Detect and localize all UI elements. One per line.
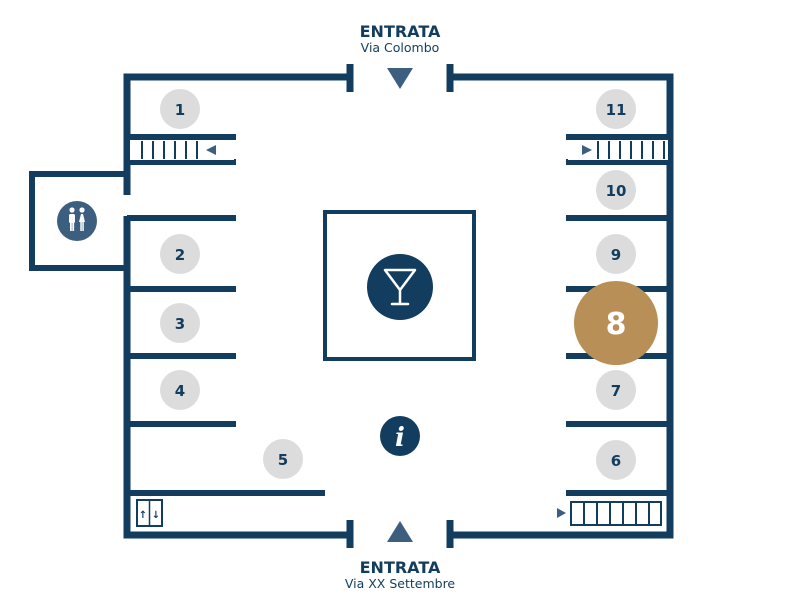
entrance-top-title: ENTRATA (360, 22, 441, 41)
shop-number: 11 (606, 101, 627, 119)
shop-number: 9 (611, 246, 621, 264)
shop-marker-11[interactable]: 11 (596, 89, 636, 129)
escalator-arrow-icon (557, 508, 566, 518)
escalator-bottom-right (557, 501, 662, 526)
shop-marker-2[interactable]: 2 (160, 234, 200, 274)
entrance-top-street: Via Colombo (361, 40, 440, 55)
shop-number-highlighted: 8 (606, 307, 627, 342)
escalator-arrow-icon (582, 145, 592, 155)
shop-number: 5 (278, 451, 288, 469)
svg-text:↑: ↑ (139, 510, 147, 521)
shop-marker-4[interactable]: 4 (160, 370, 200, 410)
shop-marker-3[interactable]: 3 (160, 303, 200, 343)
bar-icon-bg (367, 254, 433, 320)
shop-marker-6[interactable]: 6 (596, 440, 636, 480)
escalator-top-left (130, 140, 234, 160)
bar-area (323, 210, 476, 361)
cocktail-icon (383, 268, 417, 306)
escalator-top-right (568, 140, 668, 160)
shop-marker-9[interactable]: 9 (596, 234, 636, 274)
entrance-bottom-arrow-icon (387, 521, 413, 542)
entrance-bottom-title: ENTRATA (360, 558, 441, 577)
shop-number: 10 (606, 182, 627, 200)
shop-number: 1 (175, 101, 185, 119)
shop-dividers (127, 134, 670, 496)
entrance-bottom-street: Via XX Settembre (345, 576, 456, 591)
shop-marker-10[interactable]: 10 (596, 170, 636, 210)
elevator-icon: ↑ ↓ (136, 499, 163, 527)
shop-number: 7 (611, 382, 621, 400)
shop-marker-8-highlighted[interactable]: 8 (574, 281, 658, 365)
shop-number: 4 (175, 382, 185, 400)
svg-text:↓: ↓ (152, 510, 160, 521)
restroom-annex-wall (29, 171, 127, 271)
shop-number: 2 (175, 246, 185, 264)
shop-number: 6 (611, 452, 621, 470)
restroom-icon[interactable] (57, 201, 97, 241)
shop-marker-1[interactable]: 1 (160, 89, 200, 129)
shop-marker-5[interactable]: 5 (263, 439, 303, 479)
info-icon-glyph: i (395, 423, 405, 453)
entrance-top-arrow-icon (387, 68, 413, 89)
info-icon[interactable] (380, 416, 420, 456)
escalator-arrow-icon (206, 145, 216, 155)
shop-number: 3 (175, 315, 185, 333)
outer-walls (123, 64, 674, 548)
shop-marker-7[interactable]: 7 (596, 370, 636, 410)
